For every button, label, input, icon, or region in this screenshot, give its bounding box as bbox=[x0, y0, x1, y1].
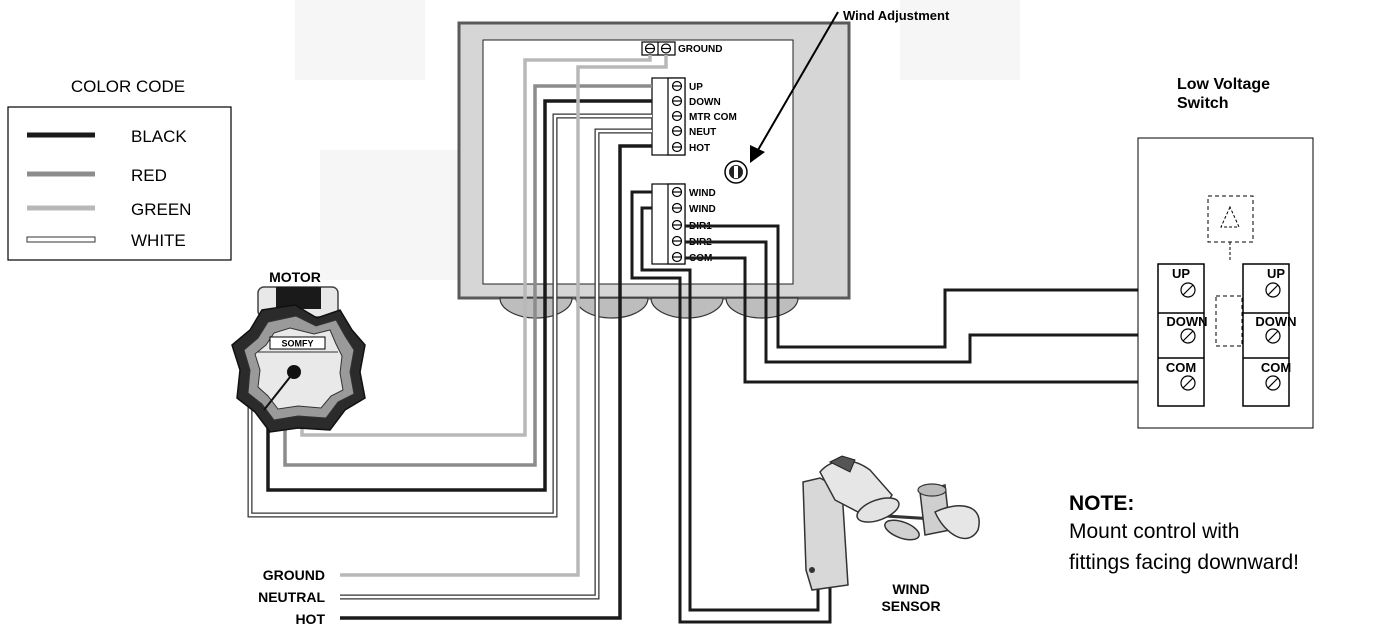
switch-left-com-label: COM bbox=[1166, 360, 1196, 375]
switch-left-down-label: DOWN bbox=[1166, 314, 1207, 329]
note: NOTE: Mount control with fittings facing… bbox=[1069, 492, 1299, 574]
wind-adjustment-knob bbox=[724, 160, 748, 184]
switch-right-com-label: COM bbox=[1261, 360, 1291, 375]
legend-title: COLOR CODE bbox=[71, 77, 185, 96]
wire-wind-1 bbox=[630, 190, 832, 624]
switch-right-up-label: UP bbox=[1267, 266, 1285, 281]
wire-motor-ground bbox=[300, 55, 652, 437]
terminal-label-mtr-com: MTR COM bbox=[689, 112, 737, 123]
legend-swatch-white bbox=[26, 236, 96, 243]
supply-ground-label: GROUND bbox=[263, 567, 325, 583]
wind-sensor-label-line2: SENSOR bbox=[881, 598, 940, 614]
wind-adjustment-arrowhead bbox=[750, 145, 765, 163]
note-line1: Mount control with bbox=[1069, 520, 1239, 543]
power-terminal-screws bbox=[671, 80, 683, 153]
terminal-label-hot: HOT bbox=[689, 143, 710, 154]
terminal-label-down: DOWN bbox=[689, 97, 721, 108]
wire-supply-ground bbox=[340, 55, 668, 577]
wire-motor-down bbox=[266, 99, 652, 492]
terminal-label-ground: GROUND bbox=[678, 44, 722, 55]
wire-switch-down bbox=[685, 240, 1180, 364]
wind-adjustment-label: Wind Adjustment bbox=[843, 8, 950, 23]
note-title: NOTE: bbox=[1069, 492, 1134, 515]
motor-brand: SOMFY bbox=[281, 339, 313, 349]
wind-sensor: WIND SENSOR bbox=[802, 455, 980, 614]
wind-sensor-label-line1: WIND bbox=[892, 581, 929, 597]
supply-labels: GROUND NEUTRAL HOT bbox=[258, 567, 325, 627]
switch-right-down-label: DOWN bbox=[1255, 314, 1296, 329]
wires bbox=[247, 55, 1180, 624]
color-code-legend: COLOR CODE BLACK RED GREEN WHITE bbox=[7, 77, 232, 261]
supply-hot-label: HOT bbox=[295, 611, 325, 627]
legend-label-white: WHITE bbox=[131, 231, 186, 250]
wire-switch-com bbox=[685, 256, 1180, 384]
supply-neutral-label: NEUTRAL bbox=[258, 589, 325, 605]
low-voltage-switch: Low Voltage Switch UP DOWN COM UP DOWN C… bbox=[1137, 76, 1314, 429]
wire-switch-up bbox=[685, 224, 1180, 349]
legend-label-green: GREEN bbox=[131, 200, 191, 219]
wire-motor-up bbox=[283, 84, 652, 467]
terminal-label-wind-2: WIND bbox=[689, 204, 716, 215]
wire-motor-com-inner bbox=[248, 114, 652, 517]
wind-adjustment-arrow-line bbox=[757, 11, 839, 151]
terminal-screws bbox=[644, 43, 672, 54]
motor: SOMFY MOTOR bbox=[231, 269, 366, 433]
motor-label: MOTOR bbox=[269, 269, 321, 285]
switch-left-up-label: UP bbox=[1172, 266, 1190, 281]
switch-title-line2: Switch bbox=[1177, 95, 1229, 112]
wire-supply-hot bbox=[340, 144, 652, 620]
switch-title-line1: Low Voltage bbox=[1177, 76, 1270, 93]
note-line2: fittings facing downward! bbox=[1069, 551, 1299, 574]
wire-wind-2 bbox=[640, 206, 820, 612]
terminal-label-neut: NEUT bbox=[689, 127, 716, 138]
terminal-label-up: UP bbox=[689, 82, 703, 93]
terminal-label-wind-1: WIND bbox=[689, 188, 716, 199]
legend-label-black: BLACK bbox=[131, 127, 187, 146]
legend-label-red: RED bbox=[131, 166, 167, 185]
wire-supply-neutral-inner bbox=[340, 129, 652, 599]
sensor-terminal-screws bbox=[671, 186, 683, 263]
background-shading bbox=[295, 0, 1020, 280]
